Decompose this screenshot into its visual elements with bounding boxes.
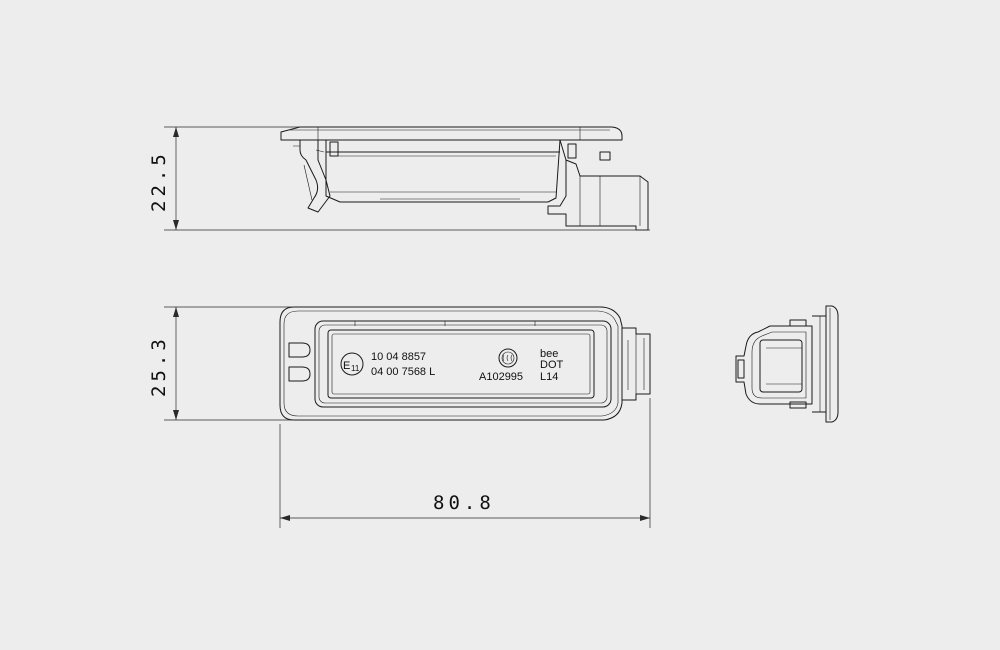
- marking-category: L14: [540, 371, 558, 383]
- height-side-label: 22.5: [148, 150, 170, 212]
- height-dimension-side: 22.5: [148, 126, 650, 231]
- marking-line1: 10 04 8857: [371, 351, 426, 363]
- length-dimension: 80.8: [279, 398, 651, 528]
- side-view: [280, 126, 649, 231]
- ccc-logo-icon: [498, 348, 518, 368]
- end-view: [735, 305, 839, 423]
- marking-line2: 04 00 7568 L: [371, 366, 435, 378]
- approval-number: 11: [351, 364, 360, 373]
- length-label: 80.8: [433, 492, 495, 514]
- front-view: E 11 10 04 8857 04 00 7568 L bee DOT A10…: [279, 306, 651, 421]
- marking-dot: DOT: [540, 359, 564, 371]
- height-front-label: 25.3: [148, 335, 170, 397]
- height-dimension-front: 25.3: [148, 306, 292, 421]
- approval-symbol: E: [343, 360, 350, 372]
- approval-mark: E 11: [340, 352, 364, 376]
- marking-code: A102995: [479, 371, 523, 383]
- marking-brand: bee: [540, 348, 558, 360]
